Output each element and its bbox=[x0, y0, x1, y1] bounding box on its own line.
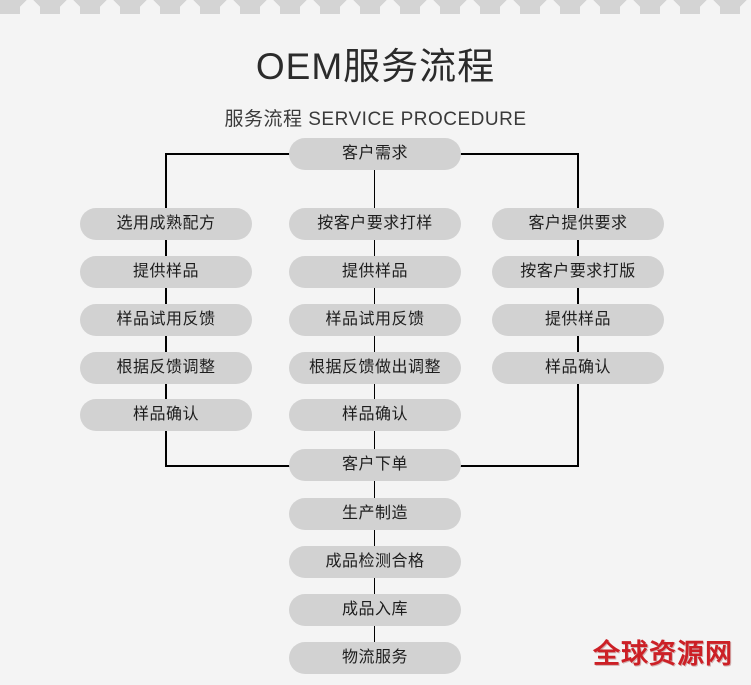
node-right-step-1[interactable]: 客户提供要求 bbox=[492, 208, 664, 240]
node-right-step-4[interactable]: 样品确认 bbox=[492, 352, 664, 384]
node-tail-step-4[interactable]: 物流服务 bbox=[289, 642, 461, 674]
node-tail-step-3[interactable]: 成品入库 bbox=[289, 594, 461, 626]
node-right-step-3[interactable]: 提供样品 bbox=[492, 304, 664, 336]
node-left-step-2[interactable]: 提供样品 bbox=[80, 256, 252, 288]
node-right-step-2[interactable]: 按客户要求打版 bbox=[492, 256, 664, 288]
page-title: OEM服务流程 bbox=[255, 46, 496, 87]
node-merge-customer-order[interactable]: 客户下单 bbox=[289, 449, 461, 481]
node-middle-step-2[interactable]: 提供样品 bbox=[289, 256, 461, 288]
scallop-border-decoration bbox=[0, 0, 751, 14]
node-middle-step-3[interactable]: 样品试用反馈 bbox=[289, 304, 461, 336]
node-middle-step-1[interactable]: 按客户要求打样 bbox=[289, 208, 461, 240]
node-tail-step-2[interactable]: 成品检测合格 bbox=[289, 546, 461, 578]
node-left-step-1[interactable]: 选用成熟配方 bbox=[80, 208, 252, 240]
node-left-step-4[interactable]: 根据反馈调整 bbox=[80, 352, 252, 384]
node-left-step-5[interactable]: 样品确认 bbox=[80, 399, 252, 431]
node-start-customer-requirement[interactable]: 客户需求 bbox=[289, 138, 461, 170]
site-watermark: 全球资源网 bbox=[593, 639, 733, 669]
node-left-step-3[interactable]: 样品试用反馈 bbox=[80, 304, 252, 336]
node-middle-step-4[interactable]: 根据反馈做出调整 bbox=[289, 352, 461, 384]
page-subtitle: 服务流程 SERVICE PROCEDURE bbox=[224, 109, 527, 130]
connector-right-column-spine bbox=[577, 208, 578, 383]
node-tail-step-1[interactable]: 生产制造 bbox=[289, 498, 461, 530]
node-middle-step-5[interactable]: 样品确认 bbox=[289, 399, 461, 431]
